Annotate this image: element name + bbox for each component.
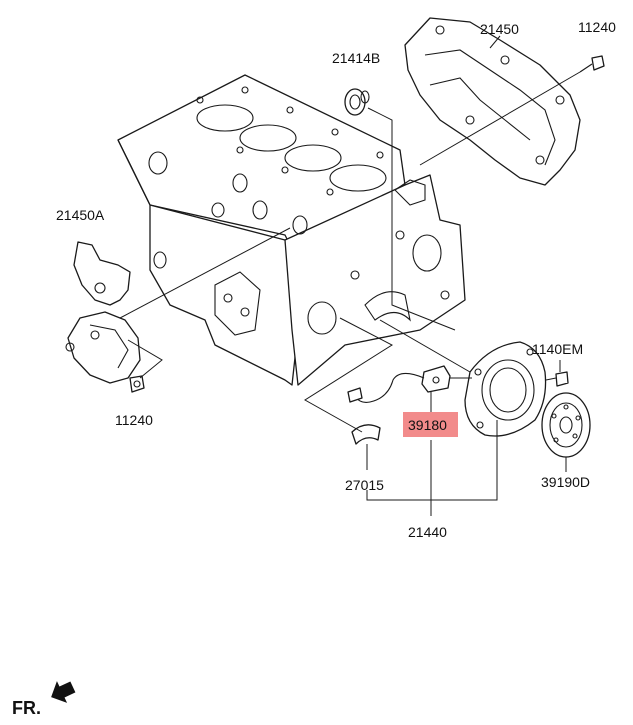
- part-11240-left-bolt: [129, 375, 145, 393]
- label-1140EM: 1140EM: [532, 341, 583, 357]
- part-labels: 21450 11240 21414B 21450A 1140EM 39180 1…: [56, 19, 616, 540]
- part-39190D-tone-wheel: [541, 392, 591, 458]
- label-11240-left: 11240: [115, 412, 153, 428]
- part-39180-sensor: [347, 365, 451, 403]
- part-21450-cover: [404, 17, 581, 186]
- orientation-marker: FR.: [12, 681, 76, 718]
- label-21414B: 21414B: [332, 50, 380, 66]
- leader-lines: [119, 35, 581, 516]
- label-21450: 21450: [480, 21, 519, 37]
- engine-block: [117, 74, 466, 386]
- part-1140EM-bolt: [545, 371, 569, 387]
- label-39190D: 39190D: [541, 474, 590, 490]
- fr-label: FR.: [12, 698, 41, 718]
- label-39180: 39180: [408, 417, 447, 433]
- part-21440-seal-case: [464, 341, 547, 437]
- part-21450A-cover: [65, 241, 141, 384]
- label-11240-top: 11240: [578, 19, 616, 35]
- label-27015: 27015: [345, 477, 384, 493]
- front-arrow-icon: [51, 681, 76, 703]
- part-27015-bearing: [351, 424, 381, 445]
- label-21450A: 21450A: [56, 207, 105, 223]
- part-11240-top-bolt: [579, 55, 605, 73]
- highlight-39180: [403, 412, 458, 437]
- label-21440: 21440: [408, 524, 447, 540]
- part-21414B-seal: [344, 88, 370, 116]
